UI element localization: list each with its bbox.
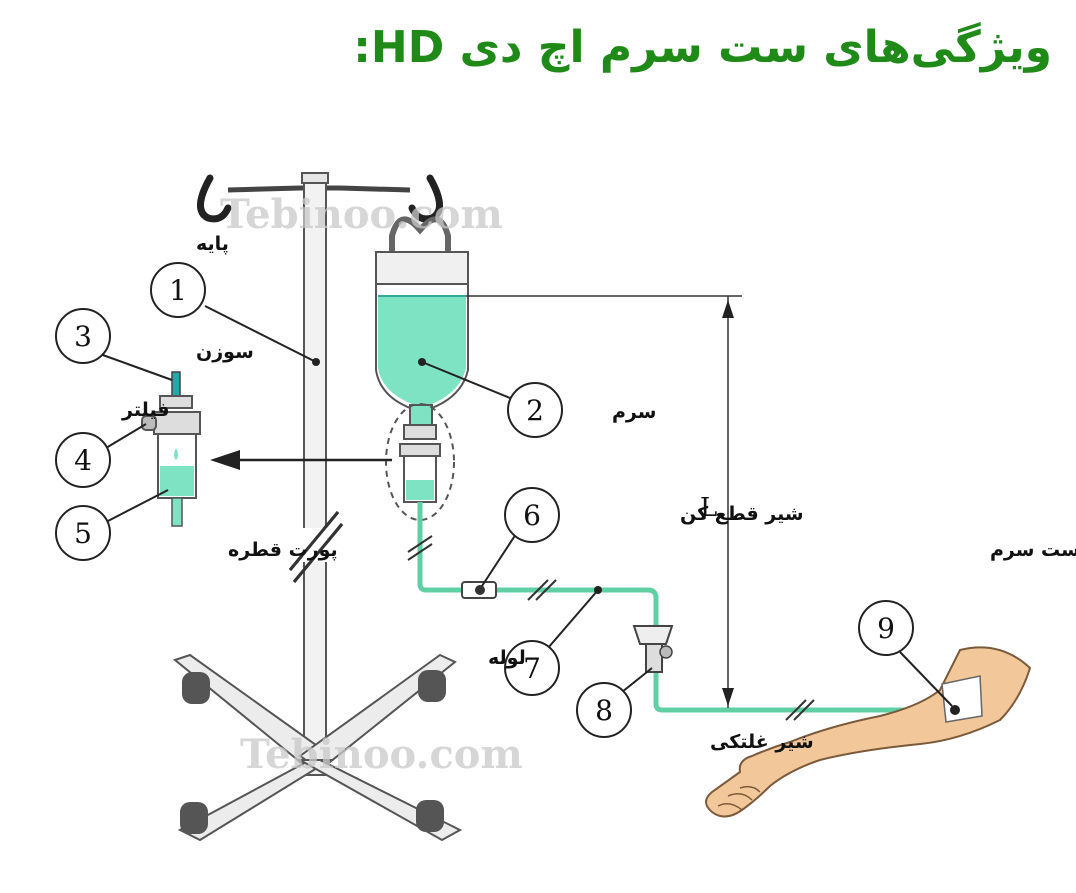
label-drip-port: پورت قطره (228, 539, 338, 561)
label-iv-needle: سوزن ست سرم (990, 539, 1076, 561)
callout-6-text: 6 (523, 499, 541, 532)
watermark-top: Tebinoo.com (220, 191, 503, 238)
callout-1 (150, 262, 206, 318)
label-needle: سوزن (196, 341, 254, 363)
callout-3 (55, 308, 111, 364)
label-stand: پایه (196, 233, 229, 255)
drip-chamber-detail (141, 371, 392, 527)
callouts: 1 2 3 4 5 6 7 8 9 (55, 262, 953, 738)
callout-1-text: 1 (169, 274, 187, 307)
callout-7 (504, 640, 560, 696)
patient-arm (705, 646, 1032, 818)
callout-2 (507, 382, 563, 438)
callout-9-text: 9 (877, 612, 895, 645)
callout-5 (55, 505, 111, 561)
callout-6 (504, 487, 560, 543)
roller-valve (632, 625, 674, 673)
callout-8 (576, 682, 632, 738)
serum-bottle (375, 216, 469, 521)
callout-4 (55, 432, 111, 488)
label-tube: لوله (488, 647, 526, 669)
label-roller-valve: شیر غلتکی (710, 731, 814, 753)
iv-stand (172, 172, 463, 842)
callout-2-text: 2 (526, 394, 544, 427)
labels: پایه سوزن فیلتر پورت قطره سرم شیر قطع کن… (121, 233, 1076, 753)
callout-4-text: 4 (74, 444, 92, 477)
height-dimension: L (466, 295, 742, 708)
callout-8-text: 8 (595, 694, 613, 727)
label-shutoff-valve: شیر قطع کن (680, 503, 804, 525)
callout-5-text: 5 (74, 517, 92, 550)
shutoff-valve (461, 581, 497, 599)
iv-tubing (407, 502, 955, 721)
page-title: ویژگی‌های ست سرم اچ دی HD: (353, 22, 1052, 73)
callout-9 (858, 600, 914, 656)
label-serum: سرم (612, 401, 656, 423)
label-filter: فیلتر (121, 399, 170, 421)
watermark-bottom: Tebinoo.com (240, 731, 523, 778)
callout-7-text: 7 (523, 652, 541, 685)
dimension-label: L (700, 493, 717, 523)
callout-3-text: 3 (74, 320, 92, 353)
